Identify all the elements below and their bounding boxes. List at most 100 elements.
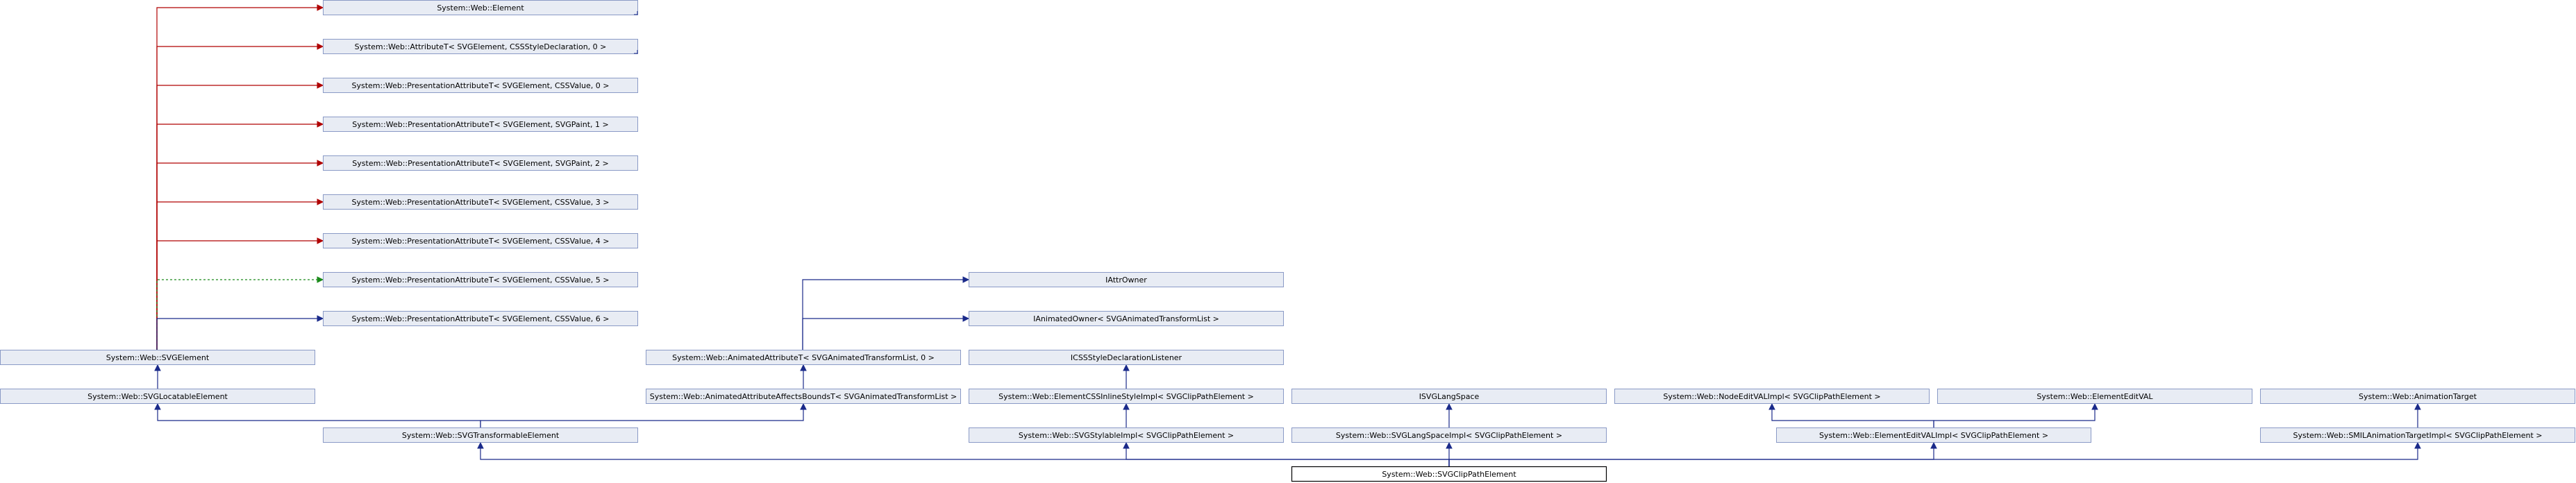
edge-line xyxy=(802,279,968,350)
class-node-svg-element[interactable]: System::Web::SVGElement xyxy=(0,350,315,365)
class-label: System::Web::AnimatedAttributeT< SVGAnim… xyxy=(672,353,935,362)
arrowhead xyxy=(1123,402,1130,410)
edge-line xyxy=(156,240,322,350)
edge-line xyxy=(156,162,322,350)
class-label: System::Web::PresentationAttributeT< SVG… xyxy=(352,120,608,129)
class-box xyxy=(1614,389,1930,404)
class-label: IAnimatedOwner< SVGAnimatedTransformList… xyxy=(1033,314,1219,323)
arrowhead xyxy=(962,276,970,283)
class-box xyxy=(1776,427,2091,443)
arrowhead xyxy=(317,160,324,167)
arrowhead xyxy=(317,315,324,322)
arrowhead xyxy=(1123,441,1130,449)
class-label: System::Web::ElementEditVALImpl< SVGClip… xyxy=(1819,431,2048,440)
class-box xyxy=(323,39,638,54)
arrowhead xyxy=(317,198,324,205)
class-box xyxy=(969,272,1284,287)
class-label: System::Web::NodeEditVALImpl< SVGClipPat… xyxy=(1663,392,1880,401)
class-label: System::Web::AnimatedAttributeAffectsBou… xyxy=(650,392,957,401)
class-node-ianim-owner[interactable]: IAnimatedOwner< SVGAnimatedTransformList… xyxy=(969,311,1284,326)
class-box xyxy=(323,0,638,15)
class-node-element[interactable]: System::Web::Element xyxy=(323,0,638,15)
class-label: System::Web::SVGClipPathElement xyxy=(1382,470,1516,479)
edge-line xyxy=(156,46,322,350)
class-box xyxy=(646,389,961,404)
class-node-node-edit-val[interactable]: System::Web::NodeEditVALImpl< SVGClipPat… xyxy=(1614,389,1930,404)
class-box xyxy=(969,350,1284,365)
class-label: System::Web::PresentationAttributeT< SVG… xyxy=(351,81,609,90)
arrowhead xyxy=(317,82,324,89)
arrowhead xyxy=(154,402,161,410)
class-label: System::Web::PresentationAttributeT< SVG… xyxy=(352,159,608,168)
class-box xyxy=(1937,389,2252,404)
edge-line xyxy=(1933,405,2096,427)
class-node-svg-lang-space-impl[interactable]: System::Web::SVGLangSpaceImpl< SVGClipPa… xyxy=(1291,427,1607,443)
class-node-pres3[interactable]: System::Web::PresentationAttributeT< SVG… xyxy=(323,194,638,210)
class-box xyxy=(323,194,638,210)
class-label: System::Web::SVGLangSpaceImpl< SVGClipPa… xyxy=(1336,431,1562,440)
class-label: System::Web::AttributeT< SVGElement, CSS… xyxy=(355,42,607,51)
class-node-element-edit-val[interactable]: System::Web::ElementEditVAL xyxy=(1937,389,2252,404)
arrowhead xyxy=(800,364,807,371)
class-node-pres5[interactable]: System::Web::PresentationAttributeT< SVG… xyxy=(323,272,638,287)
arrowhead xyxy=(317,121,324,128)
arrowhead xyxy=(2091,402,2098,410)
arrowhead xyxy=(1446,441,1453,449)
class-node-isvg-lang-space[interactable]: ISVGLangSpace xyxy=(1291,389,1607,404)
class-box xyxy=(1291,389,1607,404)
fold-marker xyxy=(634,50,638,54)
arrowhead xyxy=(2414,441,2421,449)
edge-line xyxy=(156,201,322,350)
class-node-element-edit-valimpl[interactable]: System::Web::ElementEditVALImpl< SVGClip… xyxy=(1776,427,2091,443)
arrowhead xyxy=(317,237,324,244)
edge-line xyxy=(1126,444,1450,466)
class-node-attribute-t[interactable]: System::Web::AttributeT< SVGElement, CSS… xyxy=(323,39,638,54)
edge-line xyxy=(1771,405,1934,427)
class-box xyxy=(323,233,638,248)
edges xyxy=(154,4,2421,466)
class-node-svg-stylable[interactable]: System::Web::SVGStylableImpl< SVGClipPat… xyxy=(969,427,1284,443)
class-node-icss-listener[interactable]: ICSSStyleDeclarationListener xyxy=(969,350,1284,365)
class-node-anim-affects[interactable]: System::Web::AnimatedAttributeAffectsBou… xyxy=(646,389,961,404)
edge-line xyxy=(1448,444,2418,466)
class-node-clip-path: System::Web::SVGClipPathElement xyxy=(1291,466,1607,482)
arrowhead xyxy=(962,315,970,322)
arrowhead xyxy=(477,441,484,449)
class-node-pres2[interactable]: System::Web::PresentationAttributeT< SVG… xyxy=(323,155,638,171)
arrowhead xyxy=(1768,402,1775,410)
class-node-pres4[interactable]: System::Web::PresentationAttributeT< SVG… xyxy=(323,233,638,248)
edge-line xyxy=(156,279,322,350)
class-box xyxy=(1291,466,1607,482)
class-label: System::Web::SVGElement xyxy=(106,353,210,362)
class-node-css-inline[interactable]: System::Web::ElementCSSInlineStyleImpl< … xyxy=(969,389,1284,404)
class-box xyxy=(969,389,1284,404)
arrowhead xyxy=(154,364,161,371)
class-box xyxy=(2260,389,2575,404)
class-node-svg-transformable[interactable]: System::Web::SVGTransformableElement xyxy=(323,427,638,443)
class-box xyxy=(323,78,638,93)
class-node-pres6[interactable]: System::Web::PresentationAttributeT< SVG… xyxy=(323,311,638,326)
class-label: IAttrOwner xyxy=(1105,276,1147,285)
class-node-pres1[interactable]: System::Web::PresentationAttributeT< SVG… xyxy=(323,117,638,132)
class-label: System::Web::PresentationAttributeT< SVG… xyxy=(351,314,609,323)
arrowhead xyxy=(2414,402,2421,410)
class-label: ISVGLangSpace xyxy=(1419,392,1480,401)
class-label: System::Web::PresentationAttributeT< SVG… xyxy=(351,237,609,246)
class-node-anim-target[interactable]: System::Web::AnimationTarget xyxy=(2260,389,2575,404)
edge-line xyxy=(480,405,804,427)
class-label: System::Web::PresentationAttributeT< SVG… xyxy=(351,276,609,285)
class-node-smil-anim[interactable]: System::Web::SMILAnimationTargetImpl< SV… xyxy=(2260,427,2575,443)
class-box xyxy=(2260,427,2575,443)
class-label: System::Web::SVGTransformableElement xyxy=(402,431,560,440)
arrowhead xyxy=(1930,441,1937,449)
edge-line xyxy=(156,7,322,350)
edge-line xyxy=(156,85,322,350)
class-node-pres0[interactable]: System::Web::PresentationAttributeT< SVG… xyxy=(323,78,638,93)
class-label: System::Web::SMILAnimationTargetImpl< SV… xyxy=(2293,431,2543,440)
arrowhead xyxy=(317,4,324,11)
class-box xyxy=(323,427,638,443)
class-node-svg-locatable[interactable]: System::Web::SVGLocatableElement xyxy=(0,389,315,404)
class-node-iattr-owner[interactable]: IAttrOwner xyxy=(969,272,1284,287)
class-node-anim-attr-t[interactable]: System::Web::AnimatedAttributeT< SVGAnim… xyxy=(646,350,961,365)
